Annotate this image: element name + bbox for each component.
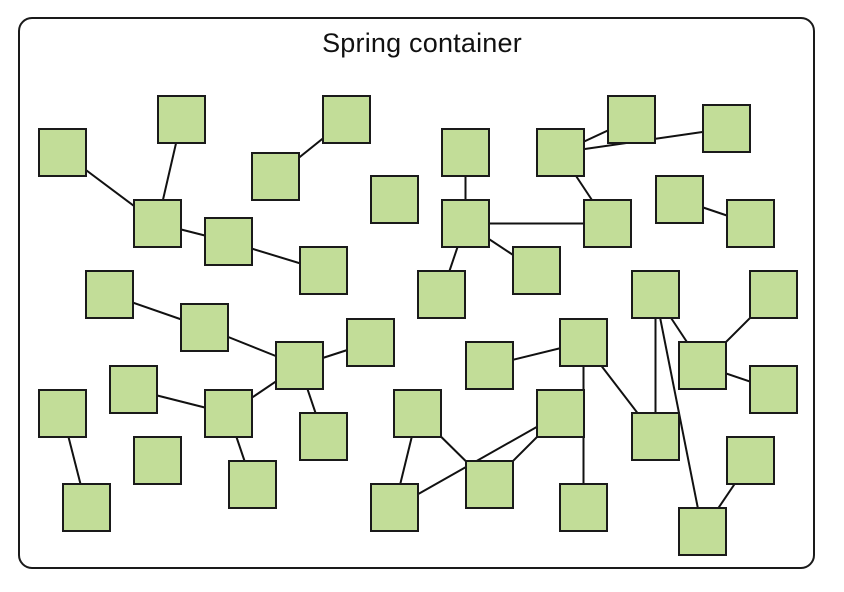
bean-node <box>441 128 490 177</box>
bean-node <box>441 199 490 248</box>
bean-node <box>204 389 253 438</box>
bean-node <box>299 246 348 295</box>
bean-node <box>346 318 395 367</box>
bean-node <box>465 460 514 509</box>
bean-node <box>180 303 229 352</box>
bean-node <box>583 199 632 248</box>
bean-node <box>726 199 775 248</box>
bean-node <box>631 412 680 461</box>
bean-node <box>465 341 514 390</box>
bean-node <box>109 365 158 414</box>
bean-node <box>512 246 561 295</box>
bean-node <box>726 436 775 485</box>
bean-node <box>133 199 182 248</box>
bean-node <box>62 483 111 532</box>
bean-node <box>631 270 680 319</box>
bean-node <box>607 95 656 144</box>
bean-node <box>370 175 419 224</box>
bean-node <box>559 318 608 367</box>
bean-node <box>749 270 798 319</box>
bean-node <box>702 104 751 153</box>
bean-node <box>38 128 87 177</box>
bean-node <box>322 95 371 144</box>
bean-node <box>275 341 324 390</box>
bean-node <box>133 436 182 485</box>
bean-node <box>370 483 419 532</box>
bean-node <box>157 95 206 144</box>
bean-nodes <box>38 95 798 556</box>
bean-node <box>655 175 704 224</box>
bean-node <box>678 341 727 390</box>
container-title: Spring container <box>322 28 522 58</box>
bean-node <box>204 217 253 266</box>
bean-node <box>678 507 727 556</box>
bean-node <box>417 270 466 319</box>
bean-node <box>85 270 134 319</box>
bean-node <box>559 483 608 532</box>
bean-node <box>38 389 87 438</box>
bean-node <box>536 128 585 177</box>
bean-node <box>536 389 585 438</box>
bean-node <box>228 460 277 509</box>
bean-node <box>299 412 348 461</box>
bean-node <box>251 152 300 201</box>
bean-node <box>749 365 798 414</box>
bean-node <box>393 389 442 438</box>
